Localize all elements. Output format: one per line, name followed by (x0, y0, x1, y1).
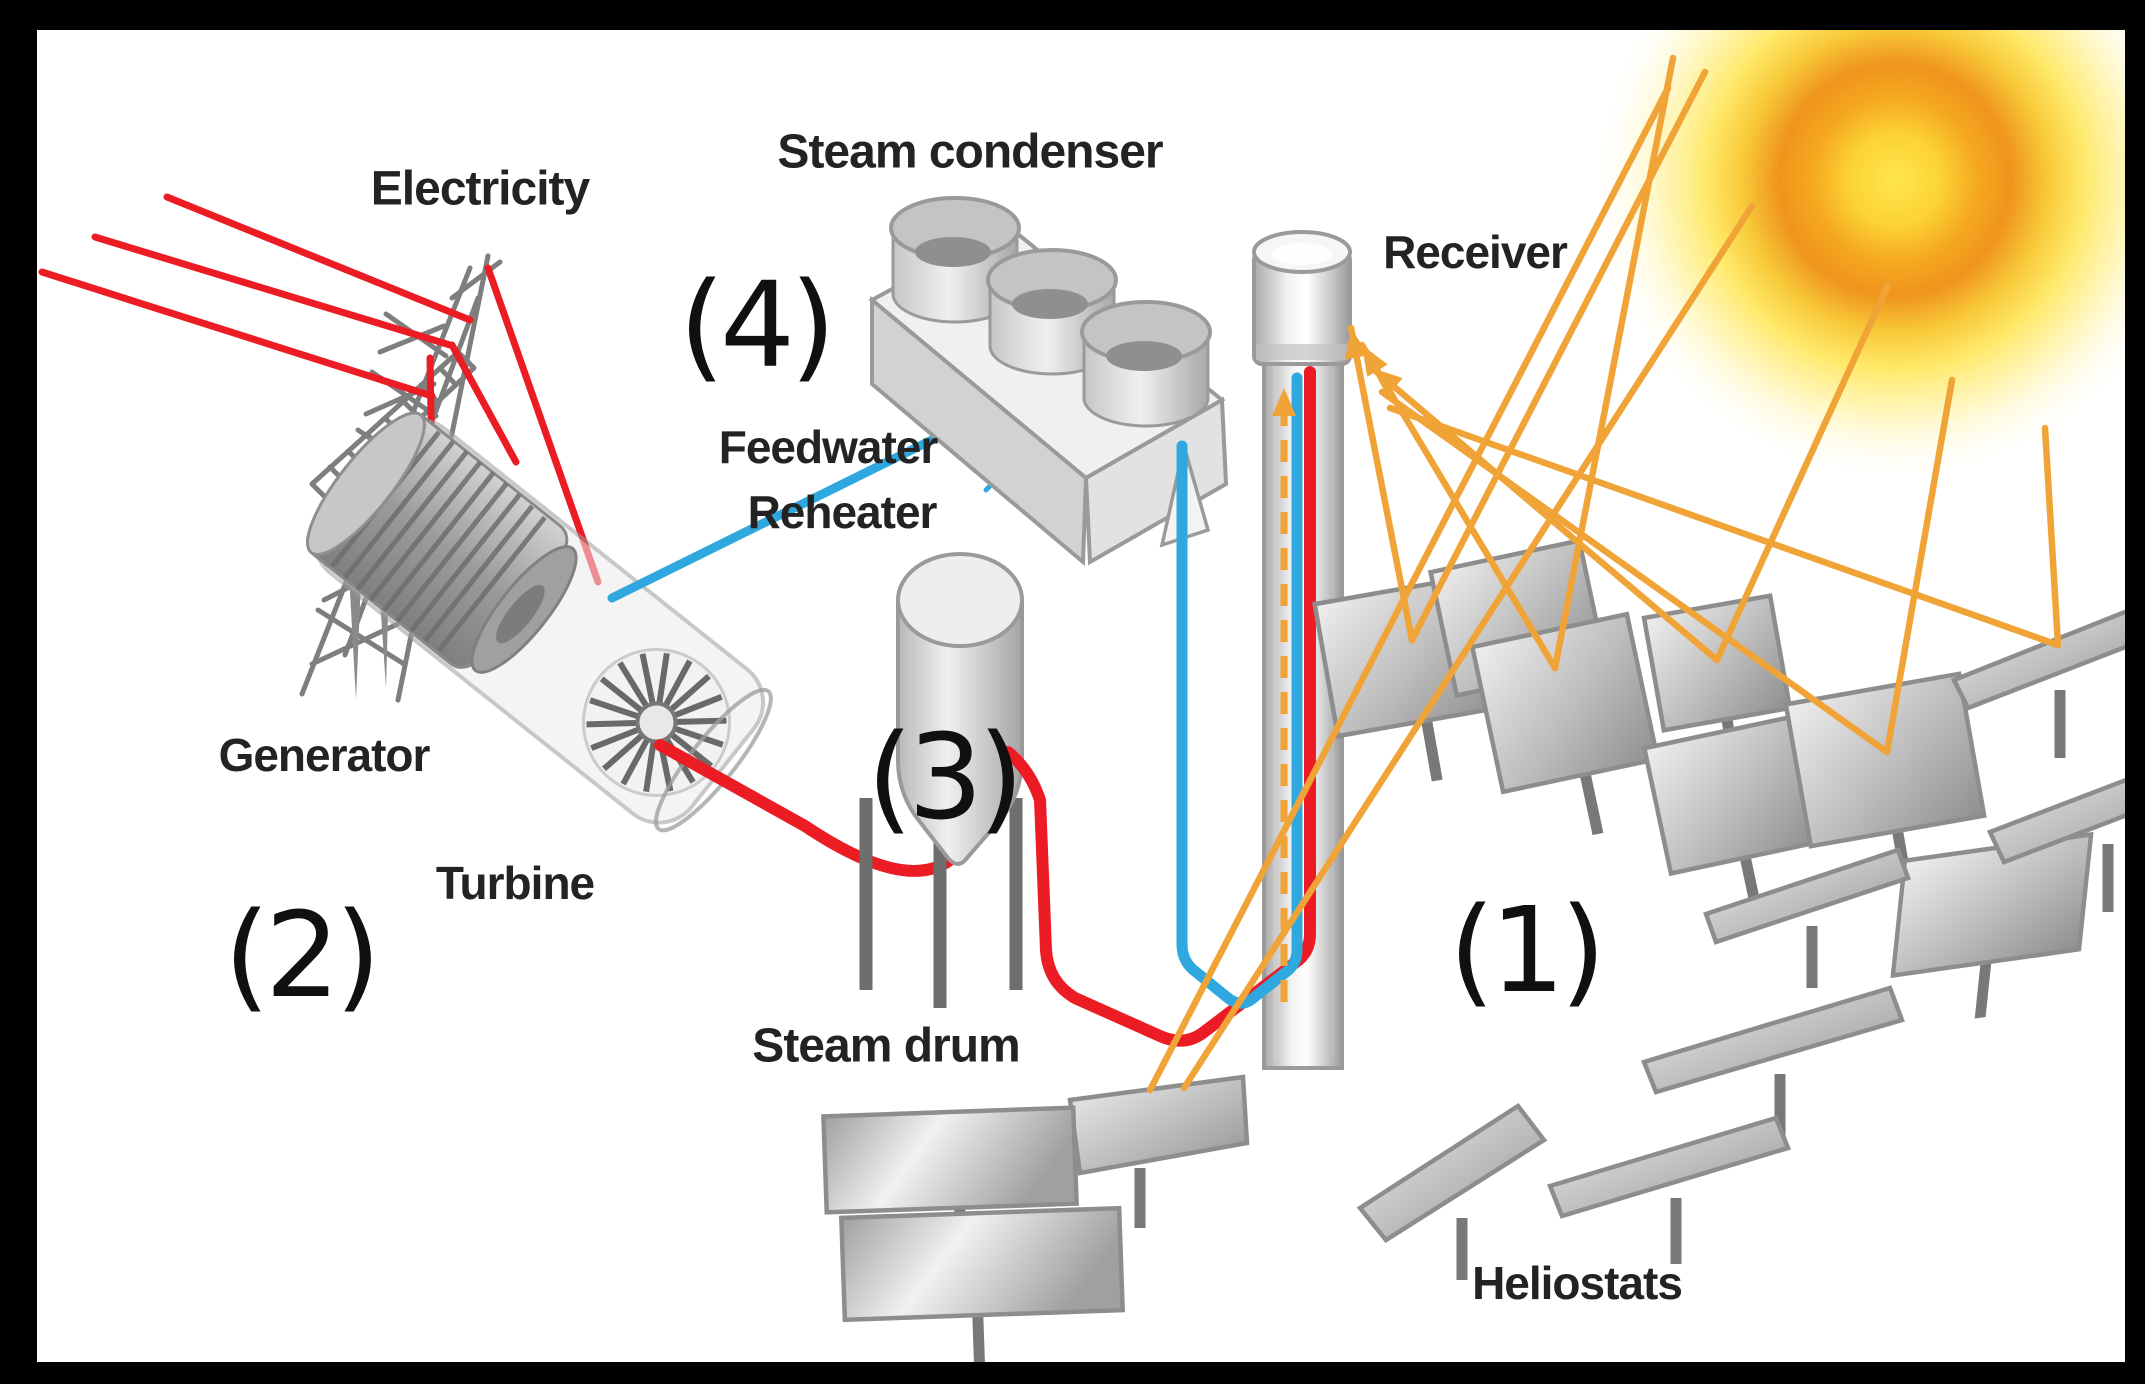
arrow-up-icon (1272, 388, 1296, 416)
feedwater-reheater-label-line2: Reheater (747, 486, 938, 538)
heliostat-panel (1469, 611, 1661, 836)
turbine-label: Turbine (435, 857, 595, 909)
sun-rays (1146, 54, 2062, 1094)
step-marker-4: (4) (678, 256, 836, 394)
heliostat-panel (1950, 603, 2145, 758)
steam-drum-label: Steam drum (752, 1019, 1020, 1073)
ray-arrowheads (1344, 328, 1403, 397)
receiver-label: Receiver (1383, 226, 1568, 278)
steam-pipe-hot-riser (1002, 366, 1316, 1047)
heliostat-field (821, 537, 2145, 1377)
sun-icon (1590, 0, 2145, 485)
condenser-fan-drum-icon (1080, 300, 1212, 428)
electricity-label: Electricity (370, 162, 590, 216)
condensate-line (607, 425, 957, 603)
generator-label: Generator (218, 729, 431, 781)
heliostat-panel (1546, 1115, 1792, 1264)
heliostat-panel (1356, 1102, 1548, 1280)
feedwater-reheater-label-line1: Feedwater (718, 421, 939, 473)
step-marker-2: (2) (223, 886, 381, 1024)
step-marker-3: (3) (866, 708, 1024, 846)
heliostats-label: Heliostats (1472, 1257, 1683, 1309)
generator-turbine-icon (306, 411, 773, 833)
steam-condenser-label: Steam condenser (777, 125, 1163, 179)
receiver-icon (1252, 230, 1352, 366)
heliostat-panel (1703, 847, 1911, 988)
steam-drum-icon (859, 552, 1024, 1008)
steam-condenser-icon (868, 196, 1229, 567)
step-marker-1: (1) (1448, 881, 1606, 1019)
